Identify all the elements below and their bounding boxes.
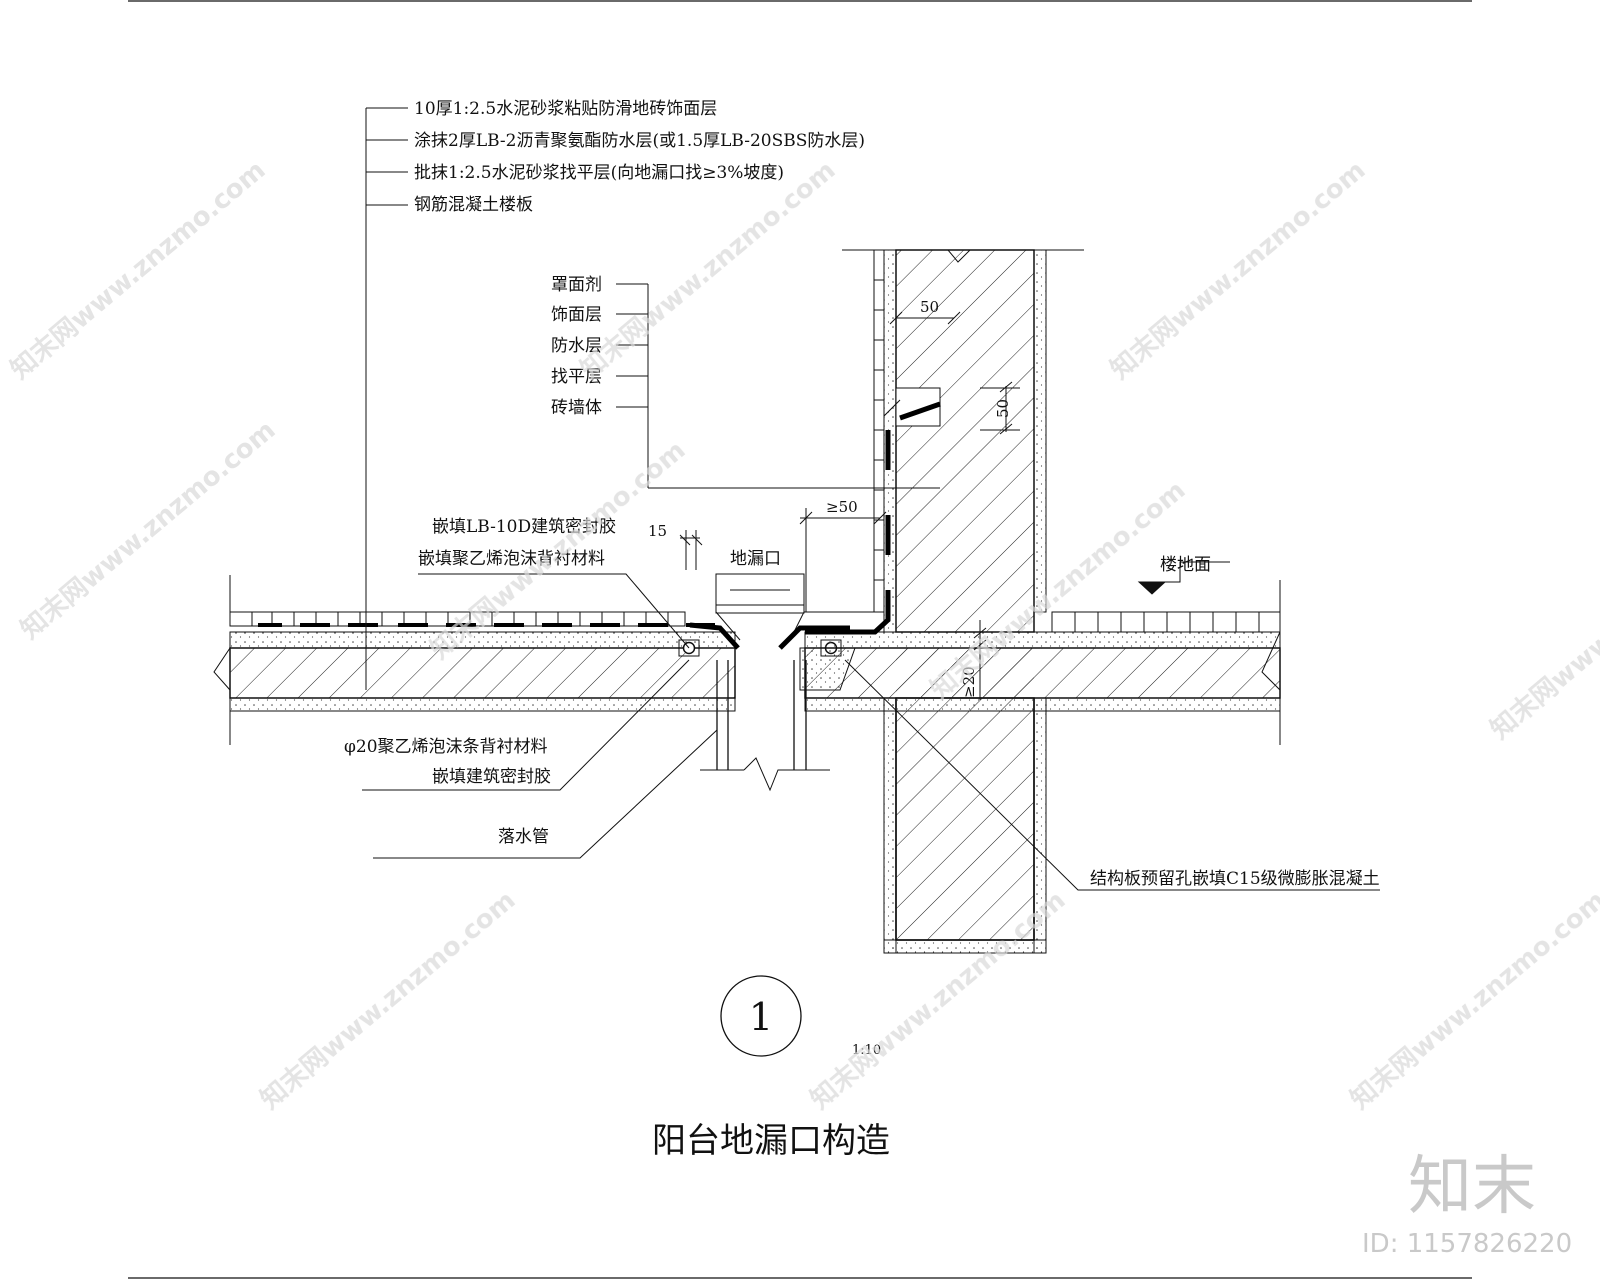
left-floor-slab [213, 575, 740, 745]
right-floor-slab [799, 580, 1281, 745]
watermark: 知末网www.znzmo.com [575, 155, 841, 385]
watermark: 知末网www.znzmo.com [1105, 155, 1371, 385]
layer-callouts-top: 10厚1:2.5水泥砂浆粘贴防滑地砖饰面层 涂抹2厚LB-2沥青聚氨酯防水层(或… [414, 99, 865, 215]
dim-ge50: ≥50 [826, 498, 858, 516]
label-slab: 钢筋混凝土楼板 [414, 195, 533, 215]
label-drainpipe: 落水管 [498, 827, 549, 847]
label-facing: 饰面层 [551, 305, 602, 325]
leader-lines [362, 107, 1380, 891]
watermark: 知末网www.znzmo.com [255, 885, 521, 1115]
dim-50-horizontal: 50 [920, 298, 939, 316]
detail-number: 1 [749, 995, 773, 1039]
label-tile-layer: 10厚1:2.5水泥砂浆粘贴防滑地砖饰面层 [414, 99, 717, 119]
watermark: 知末网www.znzmo.com [15, 415, 281, 645]
watermark: 知末网www.znzmo.com [1345, 885, 1600, 1115]
watermark: 知末网www.znzmo.com [5, 155, 271, 385]
dim-ge20: ≥20 [960, 666, 978, 698]
label-leveling: 找平层 [551, 367, 602, 387]
label-sealant-fill: 嵌填建筑密封胶 [432, 767, 551, 787]
dimension-lines [679, 311, 1020, 700]
dim-50-vertical: 50 [994, 399, 1012, 418]
dim-15: 15 [648, 522, 667, 540]
brand-logo: 知末 [1408, 1150, 1536, 1224]
label-leveling-layer: 批抹1:2.5水泥砂浆找平层(向地漏口找≥3%坡度) [414, 163, 784, 183]
label-foam-rod: φ20聚乙烯泡沫条背衬材料 [344, 737, 548, 757]
tile-facing-wall [778, 249, 891, 650]
scale-label: 1:10 [852, 1043, 881, 1058]
drawing-title: 阳台地漏口构造 [652, 1121, 890, 1161]
label-concrete-note: 结构板预留孔嵌填C15级微膨胀混凝土 [1090, 869, 1380, 889]
label-sealer: 罩面剂 [551, 275, 602, 295]
label-brick-wall: 砖墙体 [551, 398, 602, 418]
label-floor-surface: 楼地面 [1160, 555, 1211, 575]
brand-id: ID: 1157826220 [1362, 1229, 1572, 1259]
label-waterproof: 防水层 [551, 336, 602, 356]
label-sealant: 嵌填LB-10D建筑密封胶 [432, 517, 616, 537]
label-floor-drain: 地漏口 [730, 549, 781, 569]
detail-number-circle [720, 975, 802, 1057]
label-foam-backing: 嵌填聚乙烯泡沫背衬材料 [418, 549, 605, 569]
watermark: 知末网www.znzmo.com [1485, 515, 1600, 745]
label-waterproof-layer: 涂抹2厚LB-2沥青聚氨酯防水层(或1.5厚LB-20SBS防水层) [414, 131, 865, 151]
wall-callouts: 罩面剂 饰面层 防水层 找平层 砖墙体 [551, 275, 602, 418]
concrete-wall-column [842, 249, 1084, 954]
